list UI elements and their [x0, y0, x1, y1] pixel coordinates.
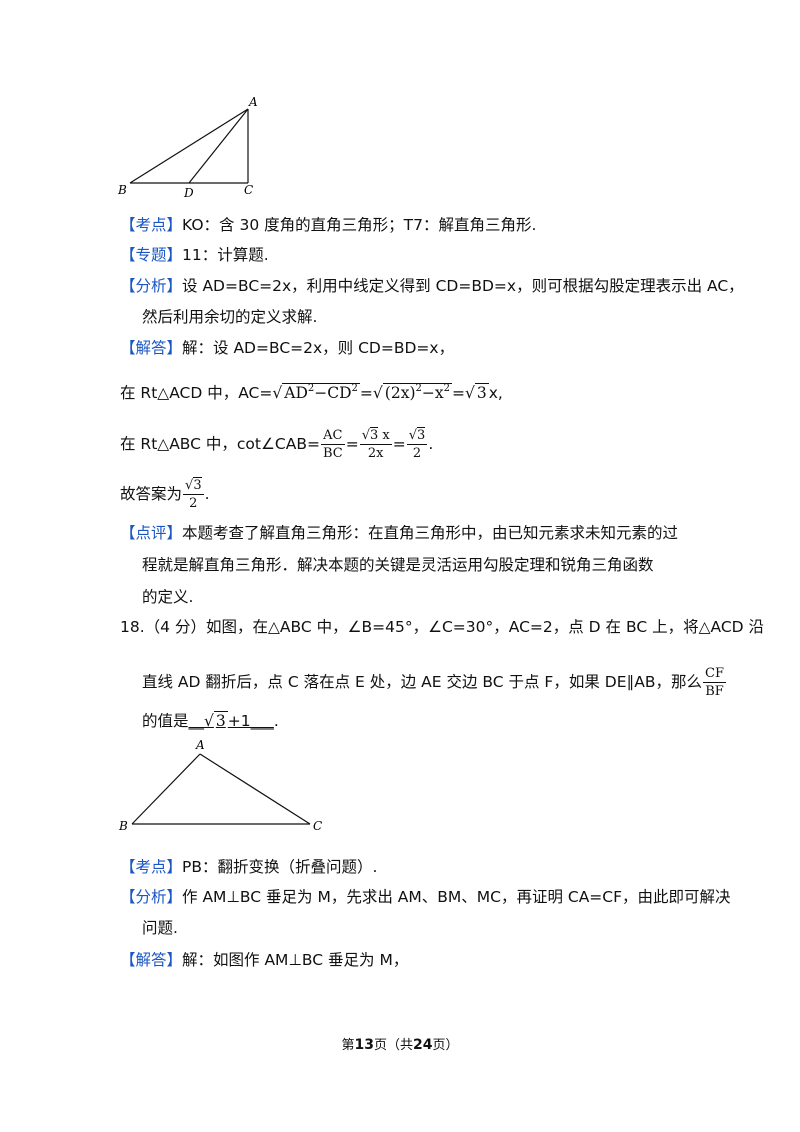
- question-18-line1: 18.（4 分）如图，在△ABC 中，∠B=45°，∠C=30°，AC=2，点 …: [120, 618, 765, 636]
- answer-blank: __√3+1___: [188, 711, 274, 730]
- figure-triangle-abcd: A B D C: [117, 95, 258, 200]
- fenxi-18-line1: 【分析】作 AM⊥BC 垂足为 M，先求出 AM、BM、MC，再证明 CA=CF…: [120, 888, 731, 906]
- figure-triangle-abc: A B C: [118, 738, 322, 833]
- dianping-17-line3: 的定义.: [142, 588, 194, 606]
- label-B: B: [117, 183, 127, 197]
- page-footer: 第13页（共24页）: [341, 1037, 459, 1053]
- kaodian-18: 【考点】PB：翻折变换（折叠问题）.: [120, 858, 378, 876]
- sqrt-ad-cd: √AD2−CD2: [272, 383, 360, 402]
- jieda-17: 【解答】解：设 AD=BC=2x，则 CD=BD=x，: [120, 339, 455, 357]
- label-D: D: [183, 186, 194, 200]
- page-number: 13: [354, 1037, 374, 1053]
- dianping-17-line2: 程就是解直角三角形．解决本题的关键是灵活运用勾股定理和锐角三角函数: [142, 556, 654, 574]
- kaodian-17: 【考点】KO：含 30 度角的直角三角形；T7：解直角三角形.: [120, 216, 537, 234]
- fenxi-17-line2: 然后利用余切的定义求解.: [142, 308, 318, 326]
- segment-ab-2: [131, 753, 201, 825]
- sqrt-2x-x: √(2x)2−x2: [372, 383, 452, 402]
- label-A: A: [248, 95, 258, 109]
- label-C-2: C: [313, 819, 322, 833]
- dianping-17-line1: 【点评】本题考查了解直角三角形：在直角三角形中，由已知元素求未知元素的过: [120, 524, 679, 542]
- label-C: C: [244, 183, 253, 197]
- fenxi-18-line2: 问题.: [142, 919, 178, 937]
- segment-ab: [129, 108, 249, 184]
- zhuanti-17: 【专题】11：计算题.: [120, 246, 269, 264]
- question-18-line3: 的值是__√3+1___.: [142, 711, 279, 730]
- segment-ad: [188, 108, 249, 184]
- fenxi-17-line1: 【分析】设 AD=BC=2x，利用中线定义得到 CD=BD=x，则可根据勾股定理…: [120, 277, 744, 295]
- label-A-2: A: [195, 738, 205, 752]
- page-total: 24: [413, 1037, 433, 1053]
- label-B-2: B: [118, 819, 128, 833]
- segment-ac-2: [199, 753, 311, 825]
- sqrt-3: √3: [464, 383, 489, 402]
- jieda-18: 【解答】解：如图作 AM⊥BC 垂足为 M，: [120, 951, 409, 969]
- question-18-line2: 直线 AD 翻折后，点 C 落在点 E 处，边 AE 交边 BC 于点 F，如果…: [142, 666, 726, 699]
